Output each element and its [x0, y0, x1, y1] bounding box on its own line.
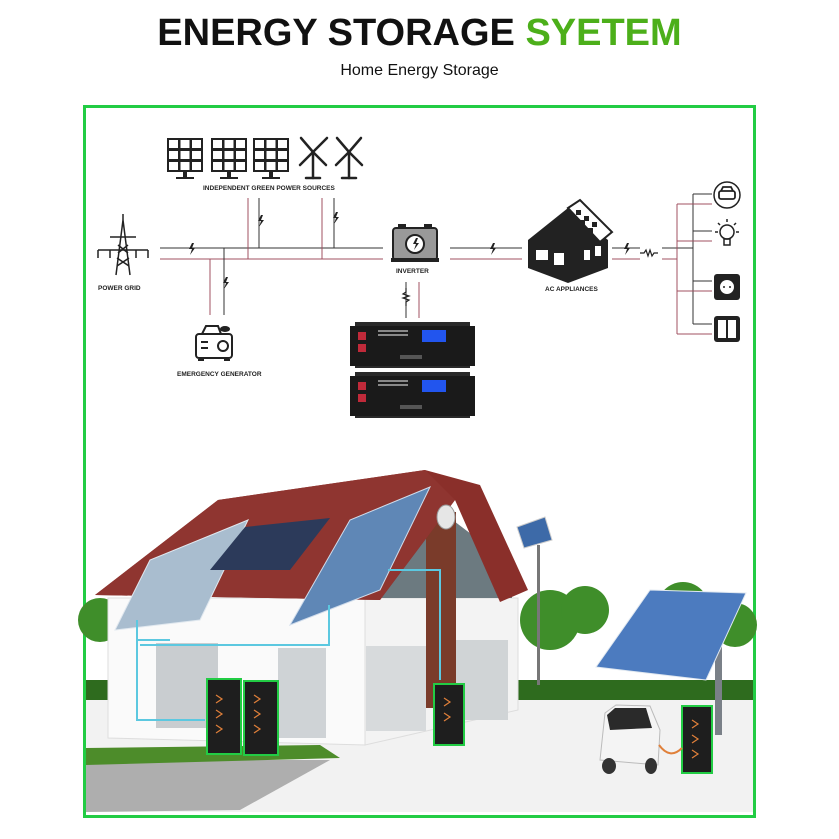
battery-cabinet [206, 678, 713, 774]
solar-carport [595, 589, 747, 735]
switch-icon [714, 316, 740, 342]
car-icon [713, 181, 741, 209]
ac-appliances-label: AC APPLIANCES [545, 286, 599, 293]
solar-street-light [516, 516, 553, 685]
path [86, 760, 330, 812]
solar-panel-icon [211, 138, 247, 179]
resistor-icon [401, 248, 658, 306]
socket-icon [714, 274, 740, 300]
sources-label: INDEPENDENT GREEN POWER SOURCES [203, 185, 335, 192]
pipe-lines [136, 569, 441, 721]
power-pylon-icon [97, 214, 149, 276]
house-solar-icon [528, 198, 614, 283]
roof-solar-panel [114, 519, 250, 631]
battery-module [350, 322, 475, 368]
window [278, 648, 326, 738]
title-main: ENERGY STORAGE [157, 12, 515, 54]
inverter-icon [391, 224, 439, 262]
title-accent: SYETEM [525, 12, 682, 54]
inverter-label: INVERTER [396, 268, 429, 275]
solar-panel-icon [253, 138, 289, 179]
lightbulb-icon [715, 219, 739, 246]
lightning-icon [189, 212, 630, 289]
satellite-dish [436, 504, 456, 530]
solar-thermal-collector [210, 518, 330, 570]
electric-car [599, 704, 683, 774]
page-title: ENERGY STORAGE SYETEM [0, 12, 839, 55]
page-subtitle: Home Energy Storage [340, 62, 499, 79]
generator-label: EMERGENCY GENERATOR [177, 371, 262, 378]
window [366, 646, 426, 731]
solar-panel-icon [167, 138, 203, 179]
generator-icon [195, 325, 233, 361]
power-lines [160, 193, 712, 335]
wind-turbine-icon [334, 136, 364, 180]
power-grid-label: POWER GRID [98, 285, 141, 292]
battery-module [350, 372, 475, 418]
roof-solar-panel [288, 486, 432, 626]
wind-turbine-icon [298, 136, 329, 180]
